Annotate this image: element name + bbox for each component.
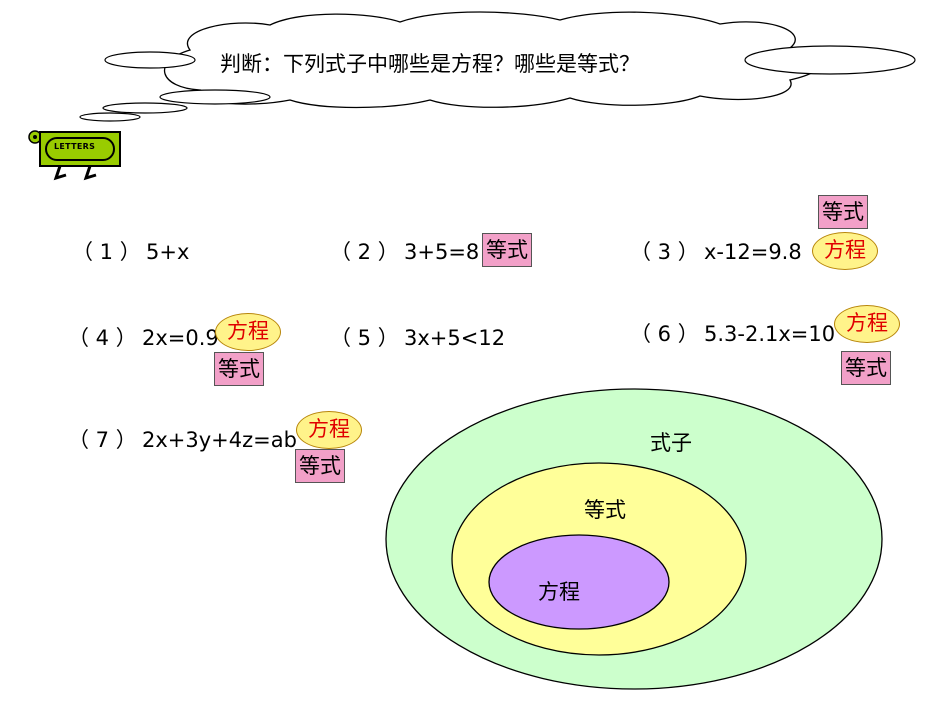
equation-tag: 方程 xyxy=(215,313,281,351)
venn-label-equation: 方程 xyxy=(538,580,580,604)
equation-tag: 方程 xyxy=(834,305,900,343)
item-expression: 3x+5<12 xyxy=(404,326,506,350)
item-2: （ 2 ）3+5=8 xyxy=(330,239,479,265)
item-expression: x-12=9.8 xyxy=(704,240,802,264)
item-number: （ 1 ） xyxy=(72,240,141,264)
equation-tag: 方程 xyxy=(296,411,362,449)
equality-tag: 等式 xyxy=(214,352,264,386)
item-number: （ 7 ） xyxy=(68,428,137,452)
equation-tag: 方程 xyxy=(812,232,878,270)
item-5: （ 5 ）3x+5<12 xyxy=(330,325,505,351)
page-title: 判断：下列式子中哪些是方程？哪些是等式？ xyxy=(220,52,640,76)
item-expression: 3+5=8 xyxy=(404,240,480,264)
item-7: （ 7 ）2x+3y+4z=ab xyxy=(68,427,297,453)
item-number: （ 3 ） xyxy=(630,240,699,264)
venn-label-equality: 等式 xyxy=(584,498,626,522)
item-number: （ 6 ） xyxy=(630,322,699,346)
equality-tag: 等式 xyxy=(295,449,345,483)
venn-label-expression: 式子 xyxy=(650,431,692,455)
item-expression: 5.3-2.1x=10 xyxy=(704,322,836,346)
logo-text: LETTERS xyxy=(54,142,96,151)
equality-tag: 等式 xyxy=(841,351,891,385)
letters-logo: LETTERS xyxy=(28,128,124,184)
item-expression: 2x+3y+4z=ab xyxy=(142,428,297,452)
item-number: （ 2 ） xyxy=(330,240,399,264)
item-6: （ 6 ）5.3-2.1x=10 xyxy=(630,321,835,347)
equality-tag: 等式 xyxy=(818,195,868,229)
item-1: （ 1 ）5+x xyxy=(72,239,189,265)
item-expression: 2x=0.9 xyxy=(142,326,219,350)
thought-cloud xyxy=(79,11,916,122)
equality-tag: 等式 xyxy=(482,233,532,267)
venn-inner xyxy=(488,534,670,630)
item-number: （ 5 ） xyxy=(330,326,399,350)
item-number: （ 4 ） xyxy=(68,326,137,350)
item-expression: 5+x xyxy=(146,240,190,264)
item-4: （ 4 ）2x=0.9 xyxy=(68,325,219,351)
item-3: （ 3 ）x-12=9.8 xyxy=(630,239,802,265)
